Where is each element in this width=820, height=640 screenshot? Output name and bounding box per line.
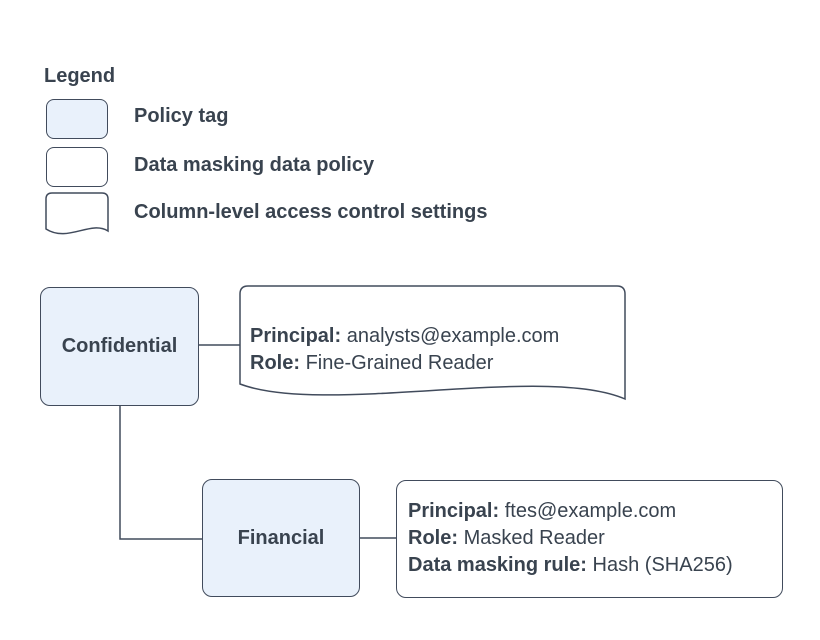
masking-policy-role-value: Masked Reader: [463, 527, 605, 549]
masking-policy-text: Principal:ftes@example.com Role:Masked R…: [408, 498, 733, 579]
masking-policy-box: [396, 480, 783, 598]
masking-policy-rule-value: Hash (SHA256): [592, 554, 733, 576]
masking-policy-role-label: Role:: [408, 527, 458, 549]
access-note-text: Principal:analysts@example.com Role:Fine…: [250, 323, 559, 377]
masking-policy-rule-label: Data masking rule:: [408, 554, 587, 576]
legend-document-shape-icon: [45, 192, 109, 235]
policy-tag-financial-label: Financial: [237, 526, 325, 549]
legend-policy-tag-swatch: [46, 99, 108, 139]
connector-confidential-financial: [119, 406, 202, 540]
policy-tag-financial: Financial: [202, 479, 360, 597]
policy-tag-confidential: Confidential: [40, 287, 199, 406]
masking-policy-principal-label: Principal:: [408, 500, 500, 522]
access-note-principal-value: analysts@example.com: [346, 325, 560, 347]
policy-tag-confidential-label: Confidential: [61, 335, 178, 357]
masking-policy-principal-value: ftes@example.com: [504, 500, 677, 522]
access-note-role-value: Fine-Grained Reader: [305, 352, 494, 374]
access-note-role-label: Role:: [250, 352, 300, 374]
legend-data-policy-swatch: [46, 147, 108, 187]
legend-item-policy-tag: Policy tag: [134, 105, 229, 127]
masking-policy-role-line: Role:Masked Reader: [408, 525, 733, 552]
legend-item-column-access: Column-level access control settings: [134, 201, 488, 223]
access-note-document-shape: [239, 285, 626, 401]
access-note-principal-line: Principal:analysts@example.com: [250, 323, 559, 350]
legend-title: Legend: [44, 65, 116, 87]
masking-policy-rule-line: Data masking rule:Hash (SHA256): [408, 552, 733, 579]
legend-item-data-masking-policy: Data masking data policy: [134, 154, 375, 176]
access-note-role-line: Role:Fine-Grained Reader: [250, 350, 559, 377]
access-note-principal-label: Principal:: [250, 325, 342, 347]
masking-policy-principal-line: Principal:ftes@example.com: [408, 498, 733, 525]
